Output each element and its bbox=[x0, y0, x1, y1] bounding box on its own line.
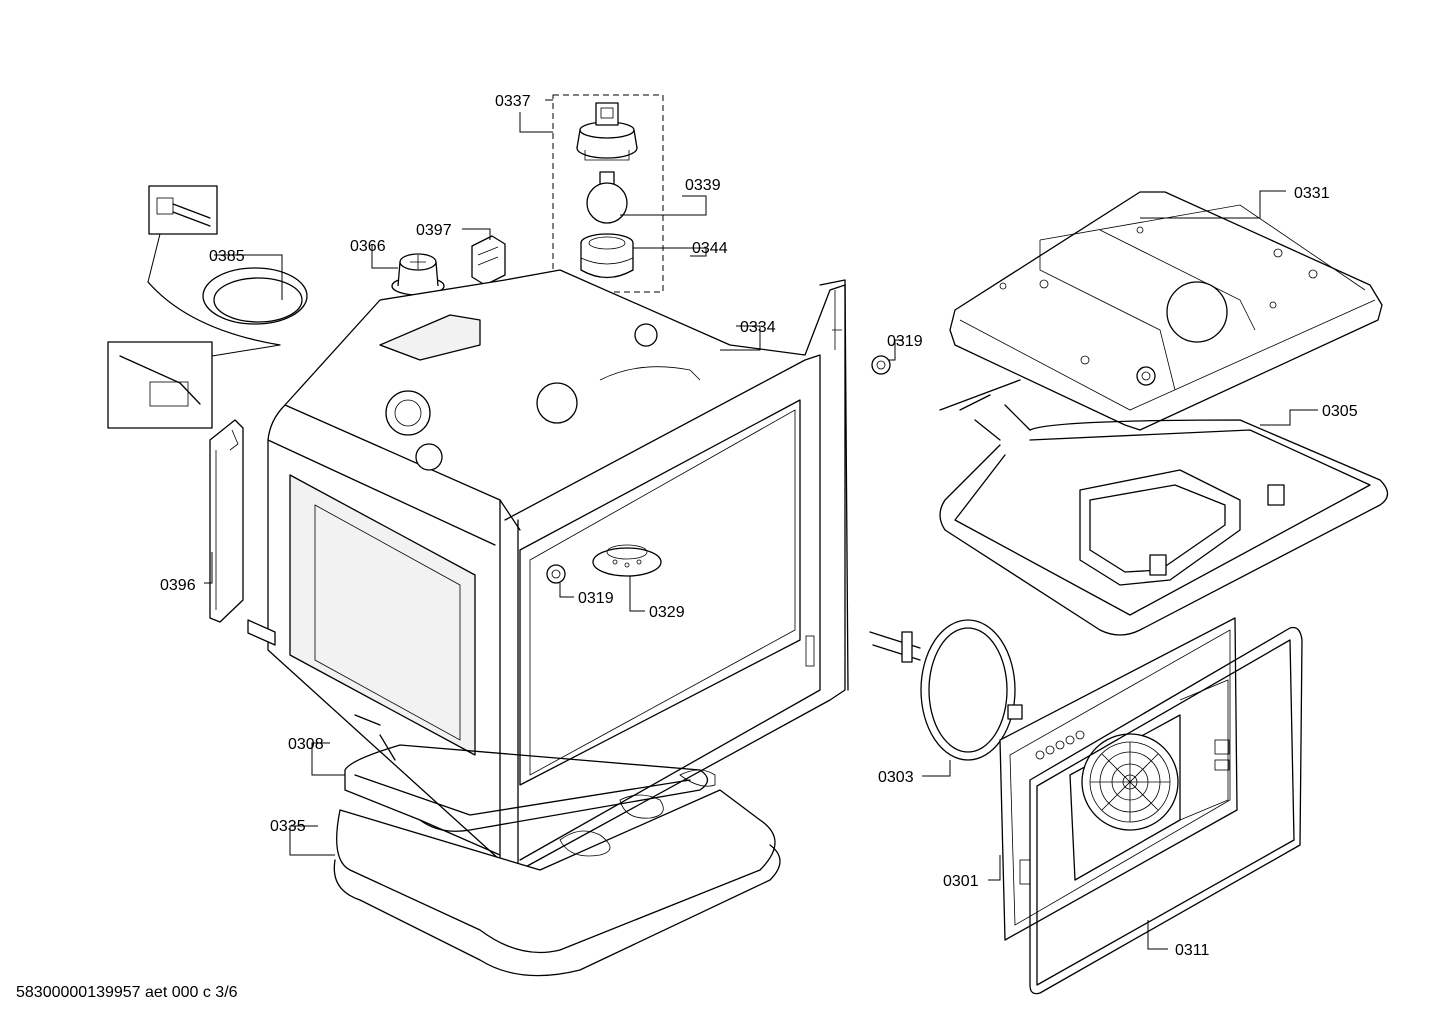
part-labels: 0337 0339 0344 0331 0385 0366 0397 0334 … bbox=[160, 93, 1358, 959]
lamp-holder-inner-part bbox=[546, 564, 566, 584]
top-heater-part bbox=[939, 379, 1389, 636]
label-0385: 0385 bbox=[209, 248, 245, 265]
label-0319-right: 0319 bbox=[887, 333, 923, 350]
label-0335: 0335 bbox=[270, 818, 306, 835]
label-0331: 0331 bbox=[1294, 185, 1330, 202]
lamp-assembly-group bbox=[552, 94, 664, 360]
label-0334: 0334 bbox=[740, 319, 776, 336]
insulation-mat-part bbox=[333, 769, 781, 977]
lamp-bulb-part bbox=[586, 171, 628, 224]
bracket-part bbox=[471, 235, 506, 286]
probe-detail-box bbox=[107, 341, 213, 429]
label-0339: 0339 bbox=[685, 177, 721, 194]
side-rail-part bbox=[209, 419, 244, 623]
hinge-part bbox=[247, 619, 276, 646]
label-0397: 0397 bbox=[416, 222, 452, 239]
rear-panel-part bbox=[999, 617, 1238, 941]
label-0303: 0303 bbox=[878, 769, 914, 786]
label-0329: 0329 bbox=[649, 604, 685, 621]
label-0337: 0337 bbox=[495, 93, 531, 110]
lamp-holder-right-part bbox=[871, 355, 891, 375]
connector-detail-box bbox=[148, 185, 218, 235]
label-0301: 0301 bbox=[943, 873, 979, 890]
lamp-socket-part bbox=[576, 102, 638, 161]
label-0308: 0308 bbox=[288, 736, 324, 753]
label-0319-inner: 0319 bbox=[578, 590, 614, 607]
ring-heater-part bbox=[869, 619, 1023, 761]
label-0366: 0366 bbox=[350, 238, 386, 255]
bottom-heater-part bbox=[344, 714, 709, 856]
label-0311: 0311 bbox=[1175, 942, 1210, 959]
label-0396: 0396 bbox=[160, 577, 196, 594]
fan-cover-ring-part bbox=[391, 253, 445, 400]
label-0305: 0305 bbox=[1322, 403, 1358, 420]
leader-lines bbox=[204, 99, 1318, 950]
lamp-cover-part bbox=[580, 233, 634, 279]
label-0344: 0344 bbox=[692, 240, 728, 257]
cable-probe-part bbox=[107, 185, 308, 429]
top-cover-panel-part bbox=[949, 191, 1383, 431]
inner-fan-cover-part bbox=[592, 544, 662, 577]
document-code: 58300000139957 aet 000 c 3/6 bbox=[16, 984, 238, 1001]
door-seal-part bbox=[1029, 626, 1303, 995]
